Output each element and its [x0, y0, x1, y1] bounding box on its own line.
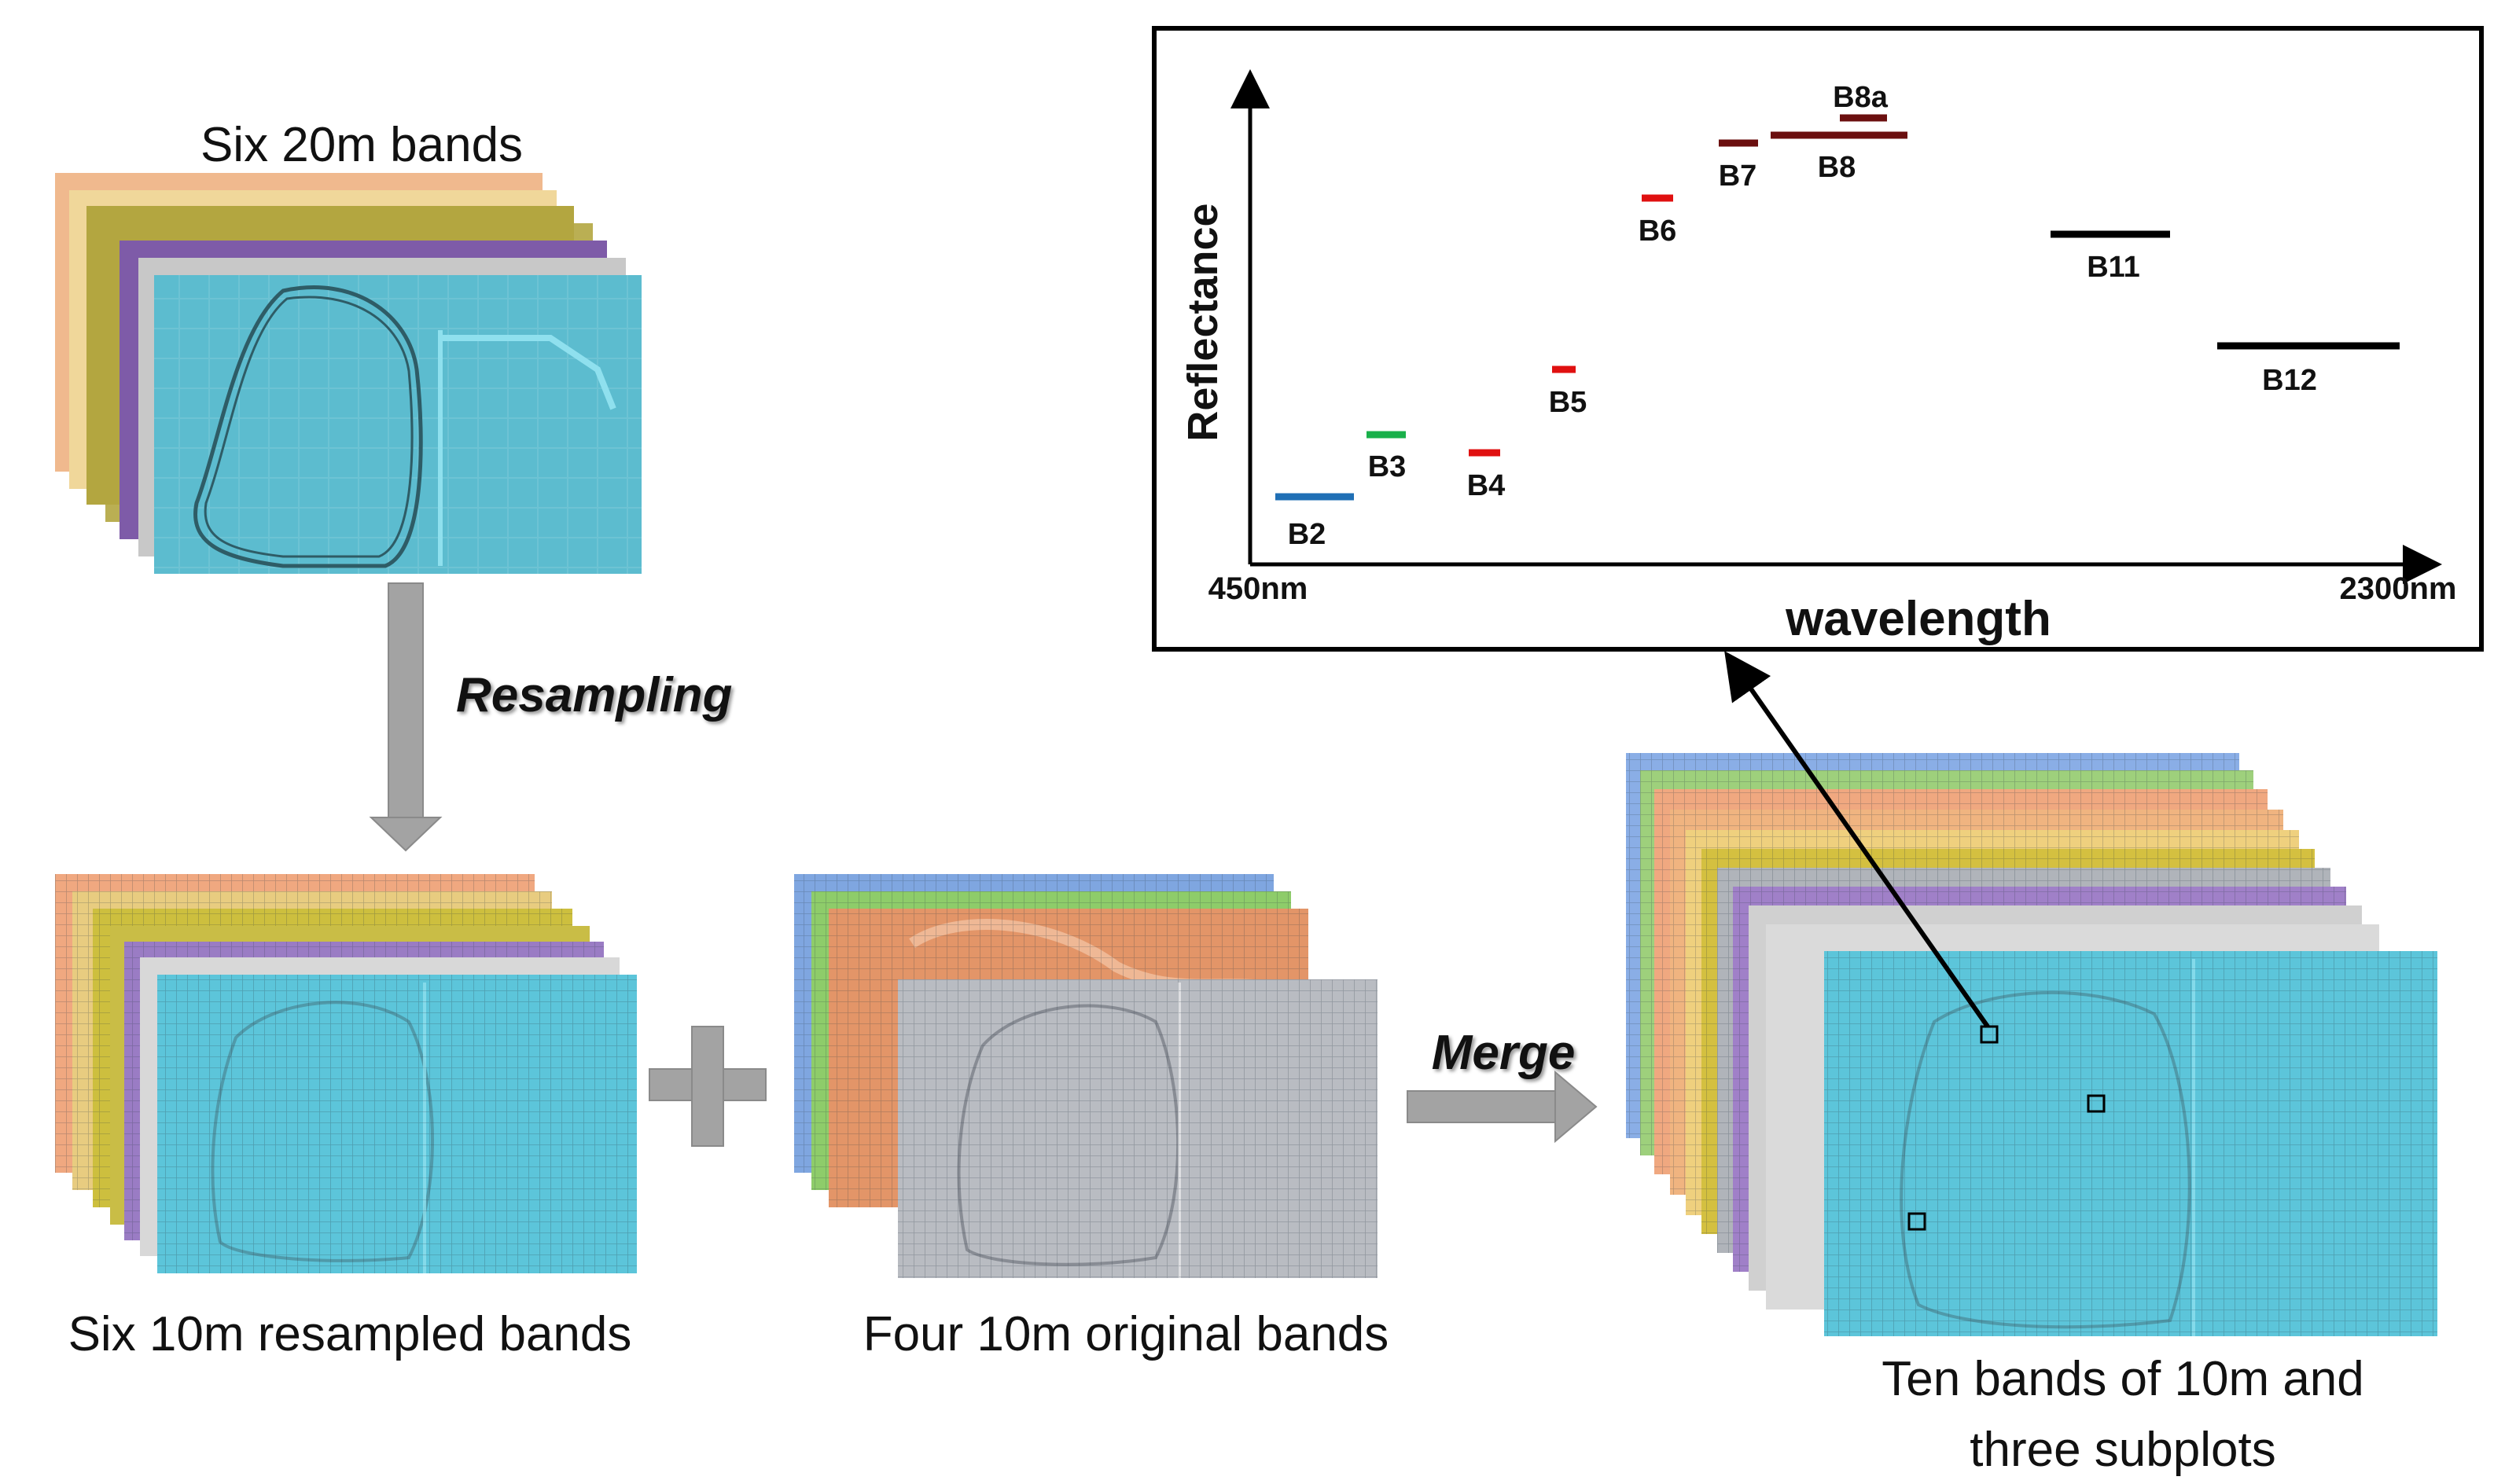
caption-ten-bands-line2: three subplots	[1970, 1423, 2275, 1477]
spectrum-panel-frame	[1152, 26, 2484, 652]
subplot-marker-3	[1907, 1212, 1926, 1231]
caption-ten-bands-line1: Ten bands of 10m and	[1882, 1352, 2364, 1406]
band-label-b4: B4	[1467, 469, 1506, 502]
band-label-b5: B5	[1549, 386, 1587, 419]
band-label-b2: B2	[1288, 518, 1326, 551]
subplot-marker-2	[2087, 1094, 2106, 1113]
spectrum-panel: Reflectance wavelength 450nm 2300nm B2 B3…	[1152, 26, 2484, 652]
x-max-label: 2300nm	[2340, 571, 2457, 606]
band-label-b3: B3	[1368, 450, 1407, 483]
x-min-label: 450nm	[1208, 571, 1308, 606]
label-merge: Merge	[1432, 1026, 1576, 1080]
subplot-marker-1	[1980, 1025, 1999, 1044]
subplot-to-spectrum-arrow	[1724, 651, 1990, 1028]
band-label-b8: B8	[1818, 151, 1856, 184]
caption-six-20m: Six 20m bands	[200, 118, 523, 172]
stack-ten-bands-merged	[1626, 753, 2437, 1336]
band-label-b8a: B8a	[1833, 81, 1889, 114]
label-resampling: Resampling	[456, 668, 732, 722]
caption-six-10m: Six 10m resampled bands	[68, 1307, 632, 1361]
plus-icon	[649, 1026, 767, 1147]
resampling-arrow	[369, 582, 443, 852]
band-label-b11: B11	[2087, 251, 2140, 284]
band-label-b7: B7	[1719, 160, 1757, 193]
band-label-b6: B6	[1639, 215, 1677, 248]
merge-arrow	[1407, 1070, 1598, 1144]
x-axis-label: wavelength	[1785, 592, 2051, 646]
y-axis-label: Reflectance	[1179, 203, 1227, 441]
stack-six-10m-resampled	[55, 874, 637, 1273]
caption-four-10m: Four 10m original bands	[863, 1307, 1389, 1361]
band-label-b12: B12	[2262, 364, 2317, 397]
stack-four-10m-original	[794, 874, 1378, 1278]
stack-six-20m	[55, 173, 642, 574]
